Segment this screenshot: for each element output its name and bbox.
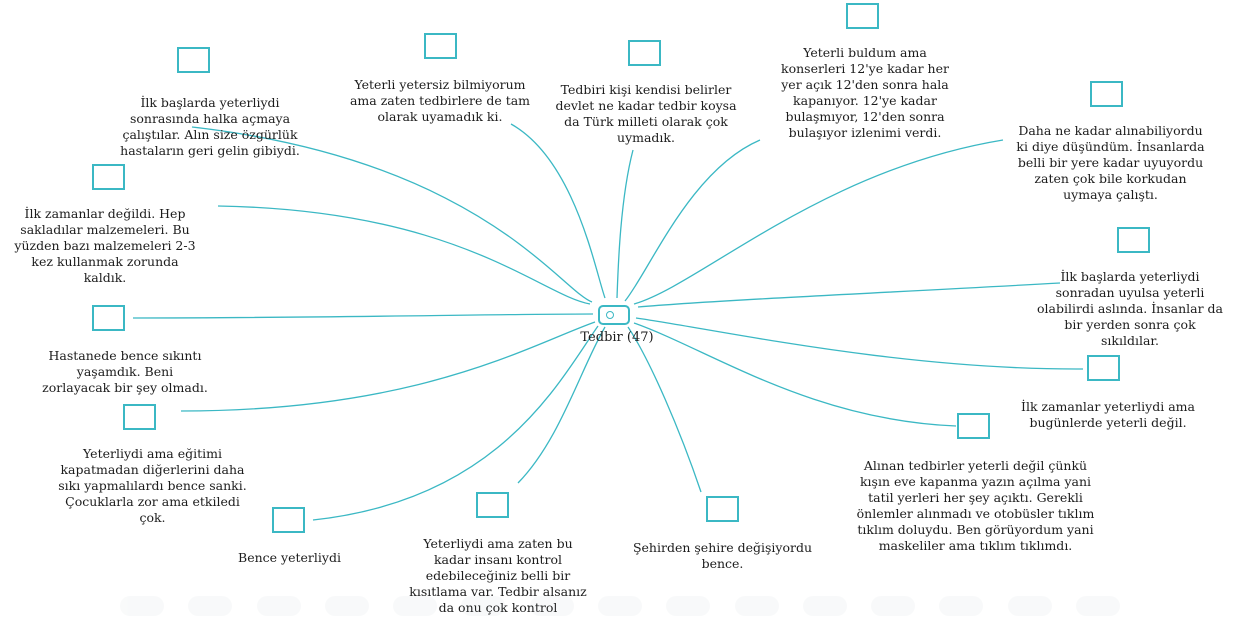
link-12 (312, 325, 599, 521)
node-8-text: Hastanede bence sıkıntı yaşamdık. Beni z… (42, 348, 208, 395)
node-2-box[interactable] (424, 33, 457, 59)
node-12-box[interactable] (272, 507, 305, 533)
node-4-text: Yeterli buldum ama konserleri 12'ye kada… (781, 45, 949, 140)
node-11-text: Alınan tedbirler yeterli değil çünkü kış… (856, 458, 1095, 553)
node-7-box[interactable] (1117, 227, 1150, 253)
node-2-text: Yeterli yetersiz bilmiyorum ama zaten te… (349, 77, 531, 124)
node-11-box[interactable] (957, 413, 990, 439)
tag-hole-icon (606, 311, 614, 319)
node-3-text: Tedbiri kişi kendisi belirler devlet ne … (555, 82, 737, 145)
link-2 (510, 123, 606, 299)
node-13-text: Yeterliydi ama zaten bu kadar insanı kon… (409, 536, 587, 615)
tag-icon (598, 305, 630, 325)
node-14-text: Şehirden şehire değişiyordu bence. (632, 540, 813, 571)
link-5 (633, 139, 1004, 305)
center-label: Tedbir (47) (580, 330, 654, 345)
node-12-text: Bence yeterliydi (238, 550, 341, 565)
node-14-box[interactable] (706, 496, 739, 522)
link-13 (517, 326, 606, 484)
link-1 (191, 126, 593, 303)
link-14 (627, 326, 702, 493)
node-10-text: Yeterliydi ama eğitimi kapatmadan diğerl… (58, 446, 247, 525)
node-7-text: İlk başlarda yeterliydi sonradan uyulsa … (1037, 269, 1223, 348)
node-9-box[interactable] (1087, 355, 1120, 381)
node-10-box[interactable] (123, 404, 156, 430)
node-5-box[interactable] (1090, 81, 1123, 107)
node-4-box[interactable] (846, 3, 879, 29)
link-11 (633, 322, 957, 427)
link-6 (217, 205, 591, 305)
node-3-box[interactable] (628, 40, 661, 66)
link-4 (624, 139, 761, 302)
link-7 (637, 282, 1061, 308)
node-6-text: İlk zamanlar değildi. Hep sakladılar mal… (14, 206, 196, 285)
node-6-box[interactable] (92, 164, 125, 190)
node-1-text: İlk başlarda yeterliydi sonrasında halka… (120, 95, 300, 158)
link-9 (635, 317, 1084, 370)
node-9-text: İlk zamanlar yeterliydi ama bugünlerde y… (1021, 399, 1195, 430)
node-5-text: Daha ne kadar alınabiliyordu ki diye düş… (1016, 123, 1205, 202)
link-3 (616, 149, 634, 299)
link-10 (180, 321, 596, 412)
node-8-box[interactable] (92, 305, 125, 331)
node-1-box[interactable] (177, 47, 210, 73)
node-13-box[interactable] (476, 492, 509, 518)
link-8 (132, 313, 594, 319)
